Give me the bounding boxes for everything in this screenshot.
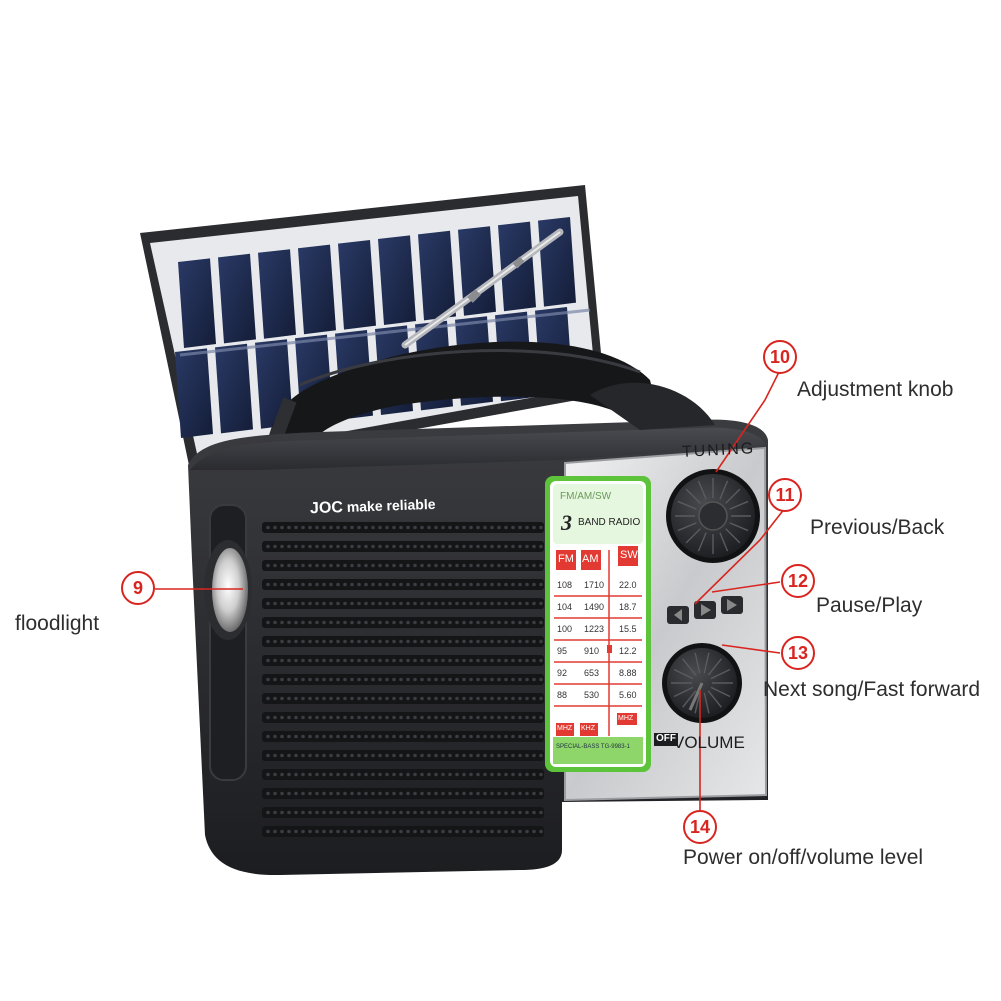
carry-handle (265, 341, 660, 470)
grille-row (262, 750, 544, 761)
scale-value: 653 (584, 668, 600, 678)
brand-logo-bold: JOC (309, 499, 344, 518)
grille-row (262, 636, 544, 647)
off-label: OFF (656, 733, 676, 744)
scale-value: 12.2 (619, 646, 637, 656)
solar-cell (218, 253, 256, 344)
solar-cell (338, 240, 376, 330)
scale-value: 104 (557, 602, 573, 612)
scale-value: 530 (584, 690, 600, 700)
solar-cell (258, 249, 296, 339)
scale-value: 108 (557, 580, 573, 590)
grille-row (262, 826, 544, 837)
scale-value: 100 (557, 624, 573, 634)
tuning-dial-window (545, 476, 651, 772)
scale-value: 1223 (584, 624, 605, 634)
brand-logo-tagline: make reliable (346, 495, 436, 515)
grille-row (262, 674, 544, 685)
grille-row (262, 541, 544, 552)
volume-label: VOLUME (673, 733, 745, 752)
solar-cell (215, 343, 253, 434)
grille-row (262, 560, 544, 571)
scale-value: 95 (557, 646, 568, 656)
band-am: AM (582, 553, 599, 565)
grille-row (262, 617, 544, 628)
callout-13-badge: 13 (781, 636, 815, 670)
grille-row (262, 712, 544, 723)
tuning-knob[interactable] (666, 469, 760, 563)
callout-11-badge: 11 (768, 478, 802, 512)
playback-buttons (667, 596, 743, 624)
callout-14-badge: 14 (683, 810, 717, 844)
solar-cell (178, 258, 216, 348)
grille-row (262, 807, 544, 818)
scale-value: 8.88 (619, 668, 637, 678)
grille-row (262, 522, 544, 533)
scale-value: 22.0 (619, 580, 637, 590)
solar-cell (378, 235, 416, 325)
grille-row (262, 598, 544, 609)
speaker-grille (262, 522, 544, 837)
solar-cell (418, 230, 456, 321)
floodlight (204, 504, 252, 781)
volume-knob[interactable] (654, 643, 742, 746)
antenna (401, 228, 564, 349)
callout-lines (155, 369, 786, 810)
grille-row (262, 579, 544, 590)
band-digit: 3 (561, 510, 572, 535)
scale-value: 18.7 (619, 602, 637, 612)
grille-row (262, 769, 544, 780)
tuning-label: TUNING (681, 440, 756, 461)
scale-value: 910 (584, 646, 600, 656)
dial-footer: SPECIAL-BASS TG-9983-1 (556, 744, 630, 750)
band-title: BAND RADIO (578, 517, 641, 528)
unit-sw: MHZ (618, 715, 634, 722)
callout-9-badge: 9 (121, 571, 155, 605)
scale-value: 1710 (584, 580, 605, 590)
next-button[interactable] (721, 596, 743, 614)
callout-11-label: Previous/Back (810, 516, 945, 539)
scale-value: 5.60 (619, 690, 637, 700)
callout-14-label: Power on/off/volume level (683, 846, 924, 869)
callout-13-label: Next song/Fast forward (763, 678, 981, 701)
solar-cell (298, 244, 336, 335)
scale-value: 15.5 (619, 624, 637, 634)
pause-play-button[interactable] (694, 601, 716, 619)
grille-row (262, 655, 544, 666)
band-header: FM/AM/SW (560, 491, 612, 502)
callout-10-badge: 10 (763, 340, 797, 374)
grille-row (262, 731, 544, 742)
scale-value: 92 (557, 668, 568, 678)
grille-row (262, 693, 544, 704)
unit-am: KHZ (581, 725, 595, 732)
callout-12-badge: 12 (781, 564, 815, 598)
callout-10-label: Adjustment knob (797, 378, 954, 401)
band-fm: FM (558, 553, 574, 565)
unit-fm: MHZ (557, 725, 573, 732)
solar-cell (175, 348, 213, 438)
grille-row (262, 788, 544, 799)
scale-value: 88 (557, 690, 568, 700)
callout-12-label: Pause/Play (816, 594, 923, 617)
scale-value: 1490 (584, 602, 605, 612)
solar-cell (458, 226, 496, 316)
previous-button[interactable] (667, 606, 689, 624)
band-sw: SW (620, 549, 638, 561)
callout-9-label: floodlight (15, 612, 100, 635)
